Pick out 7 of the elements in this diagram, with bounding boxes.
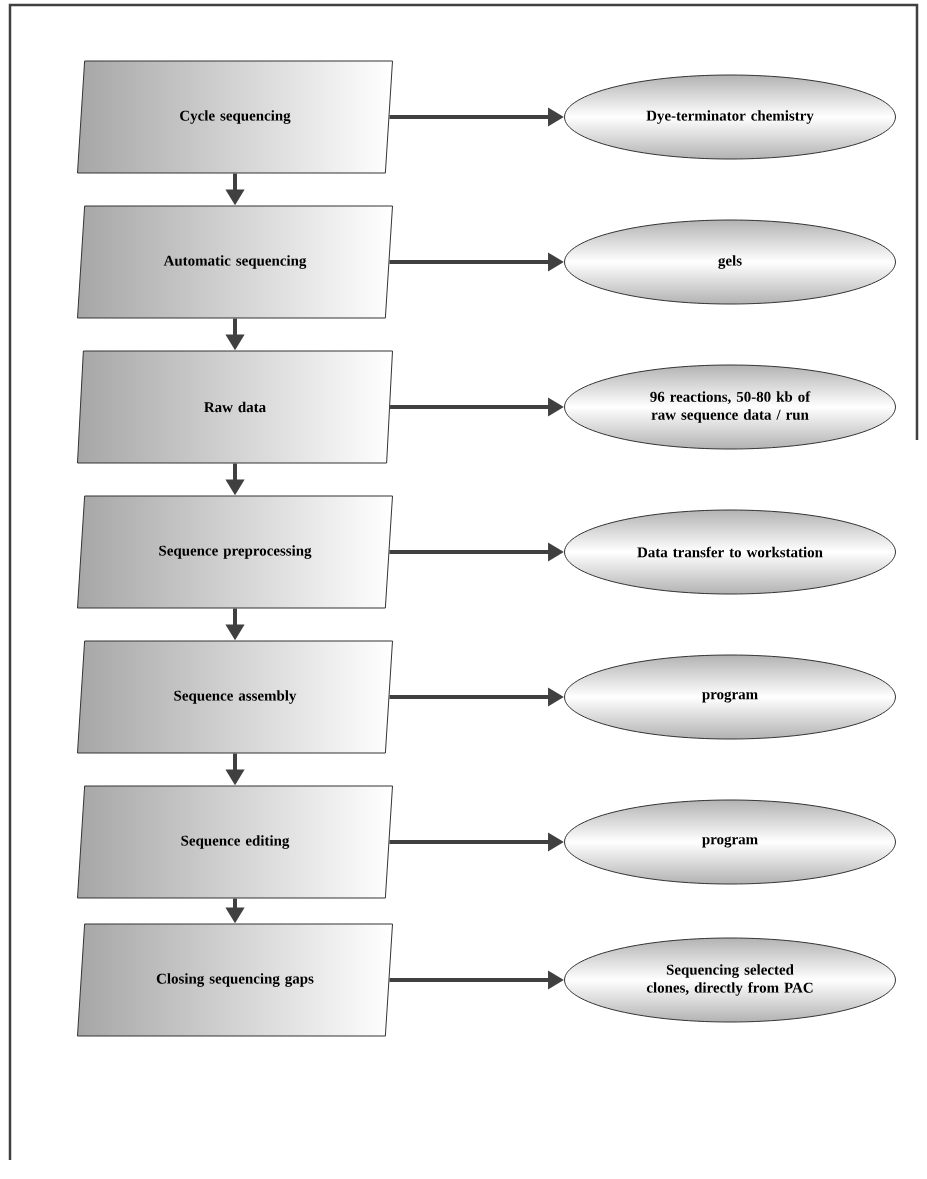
process-parallelogram: Automatic sequencing [77, 205, 393, 319]
process-parallelogram: Sequence assembly [77, 640, 393, 754]
process-parallelogram: Sequence preprocessing [77, 495, 393, 609]
process-parallelogram: Sequence editing [77, 785, 393, 899]
process-parallelogram: Raw data [77, 350, 393, 464]
process-parallelogram: Cycle sequencing [77, 60, 393, 174]
process-parallelogram: Closing sequencing gaps [77, 923, 393, 1037]
